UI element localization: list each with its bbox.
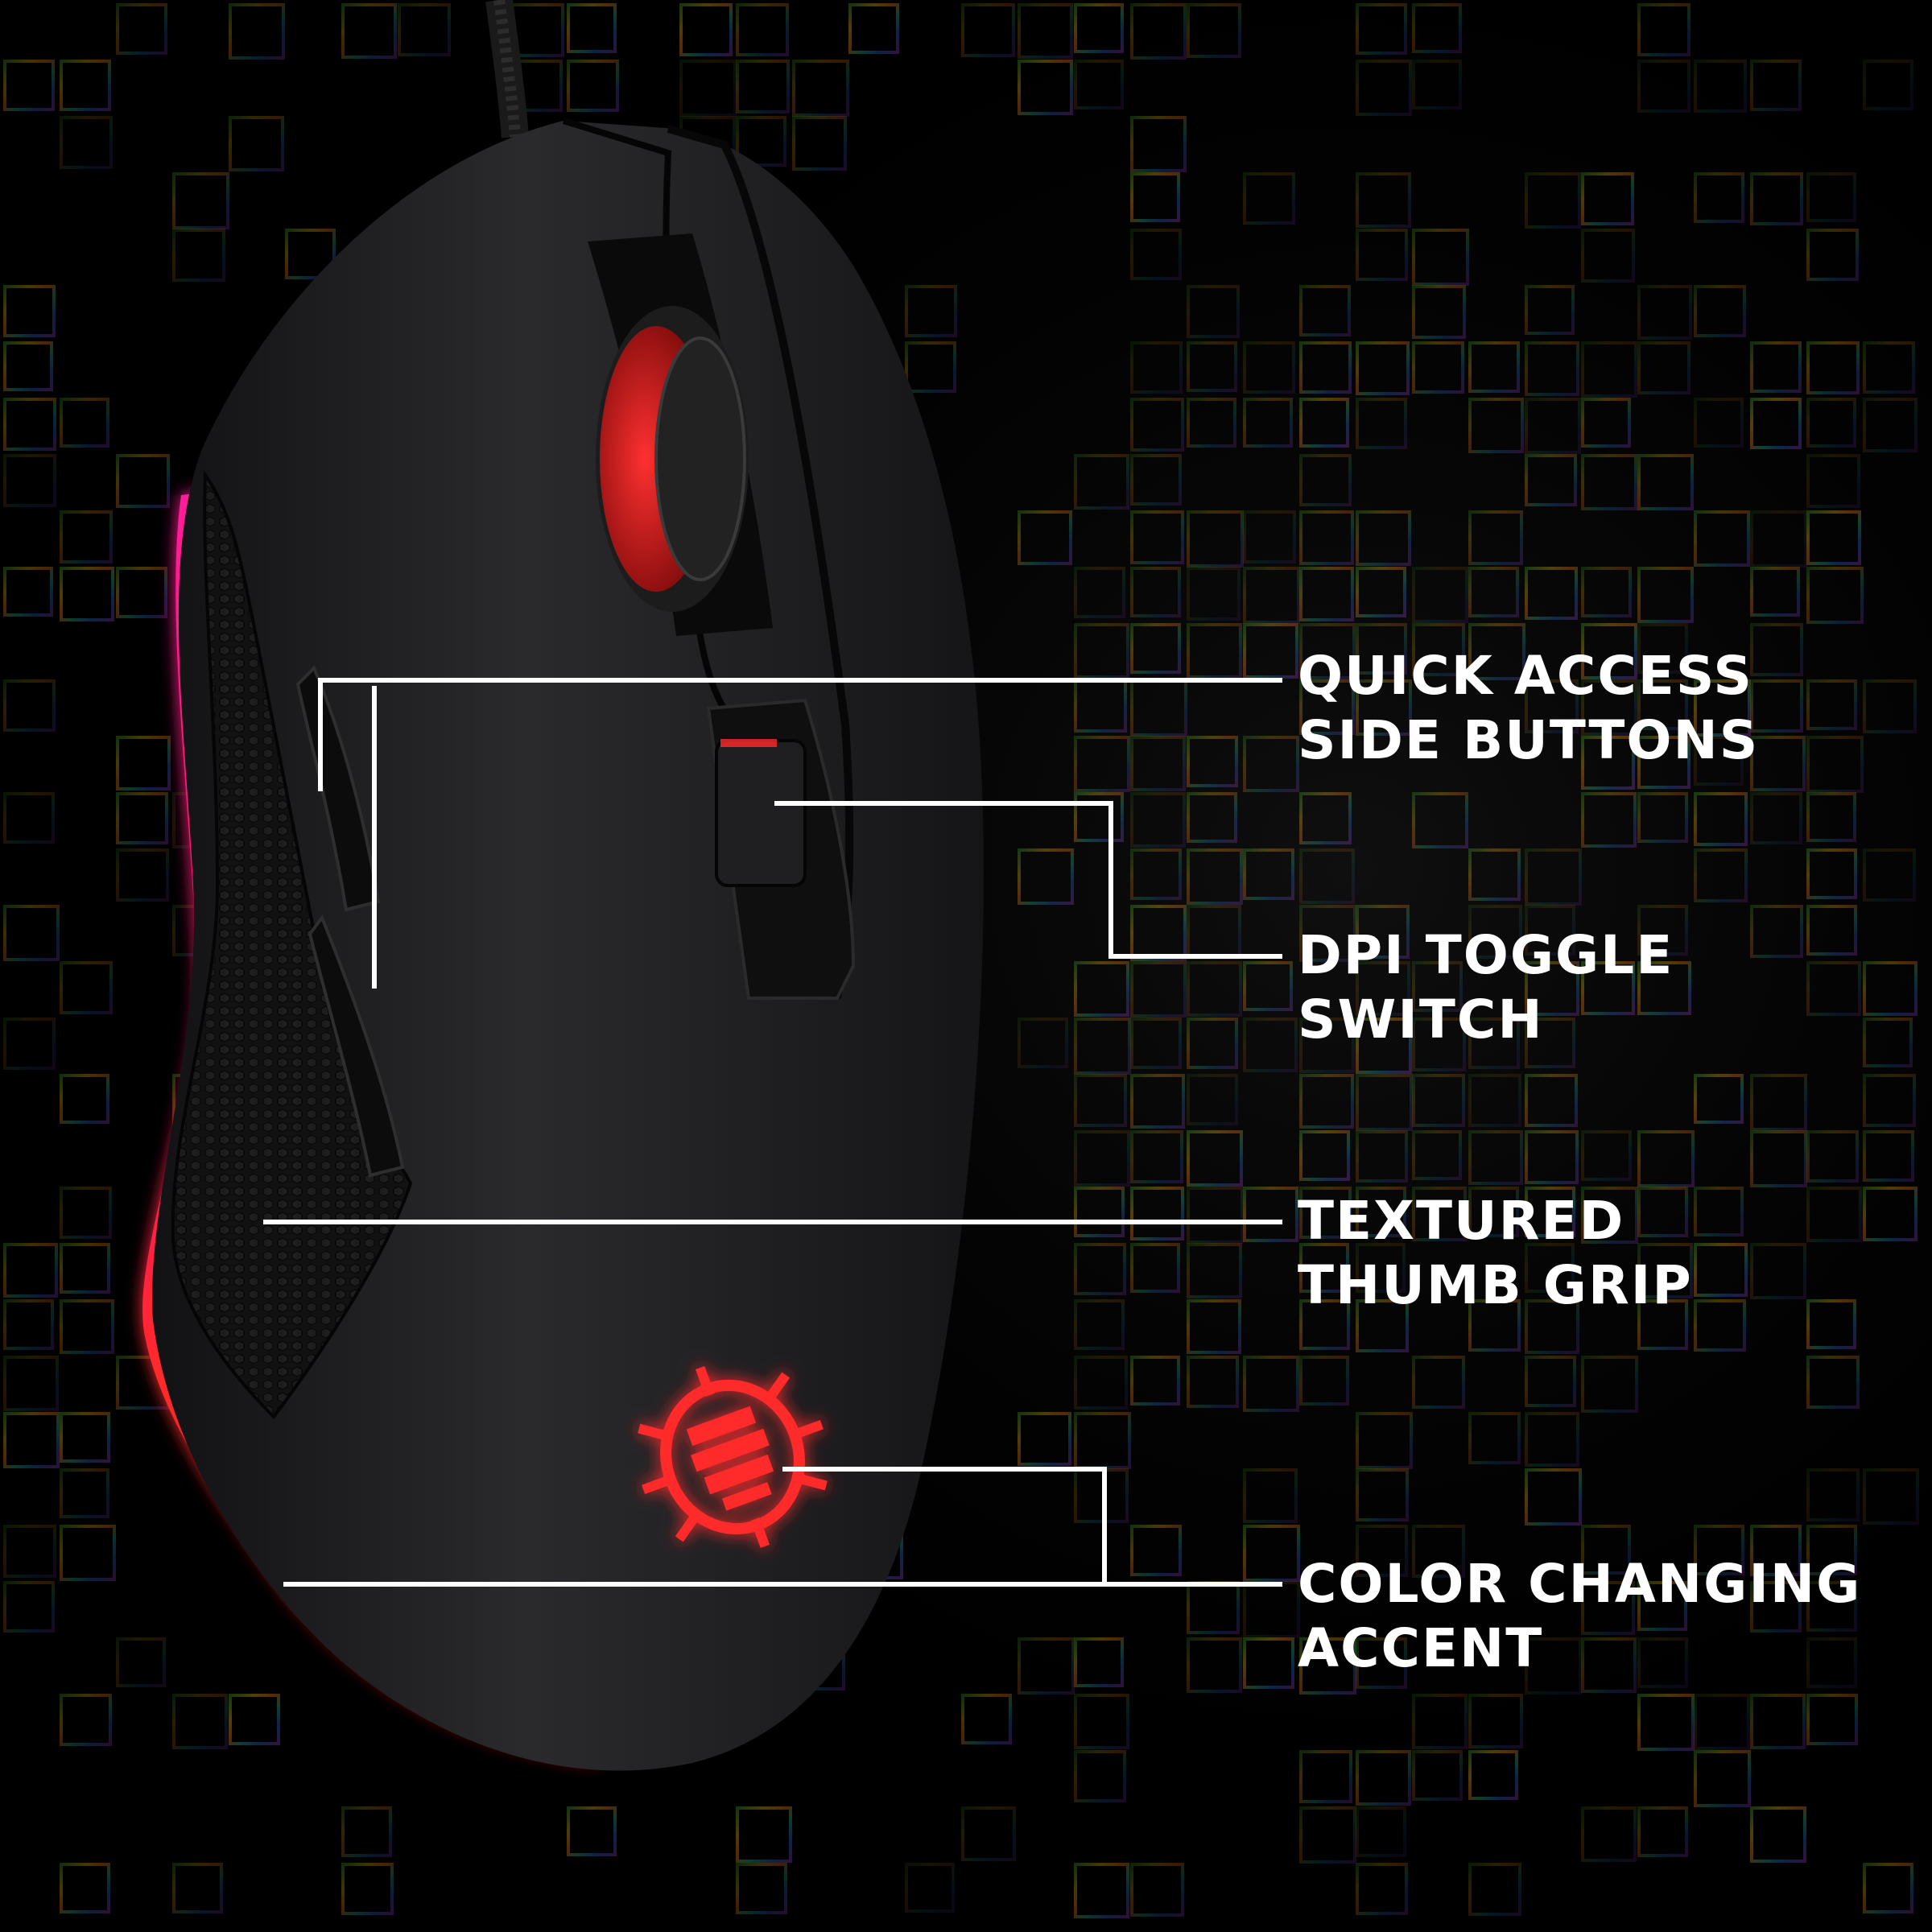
callout-line2: THUMB GRIP	[1298, 1254, 1693, 1316]
callout-line2: SIDE BUTTONS	[1298, 709, 1760, 771]
callout-quick-access-side-buttons: QUICK ACCESS SIDE BUTTONS	[1298, 644, 1759, 773]
callout-line1: DPI TOGGLE	[1298, 924, 1674, 986]
leader-line-quick-access	[318, 678, 1282, 791]
callout-line2: SWITCH	[1298, 989, 1544, 1051]
mouse-body	[152, 121, 984, 1771]
scroll-wheel	[596, 306, 749, 612]
gaming-mouse	[142, 118, 984, 1771]
dpi-toggle-button	[706, 698, 856, 1000]
callout-line2: ACCENT	[1298, 1617, 1544, 1679]
callout-line1: QUICK ACCESS	[1298, 645, 1753, 707]
leader-line-dpi-toggle	[774, 801, 1282, 959]
mouse-cable	[485, 0, 529, 138]
callout-dpi-toggle-switch: DPI TOGGLE SWITCH	[1298, 923, 1674, 1052]
bug-shield-logo-icon	[638, 1366, 828, 1548]
leader-line-logo	[782, 1467, 1107, 1584]
thumb-grip	[171, 469, 413, 1420]
callout-line1: COLOR CHANGING	[1298, 1553, 1862, 1615]
callout-leader-lines	[263, 678, 1282, 1587]
callout-color-changing-accent: COLOR CHANGING ACCENT	[1298, 1552, 1861, 1681]
callout-textured-thumb-grip: TEXTURED THUMB GRIP	[1298, 1189, 1693, 1318]
callout-line1: TEXTURED	[1298, 1190, 1625, 1252]
